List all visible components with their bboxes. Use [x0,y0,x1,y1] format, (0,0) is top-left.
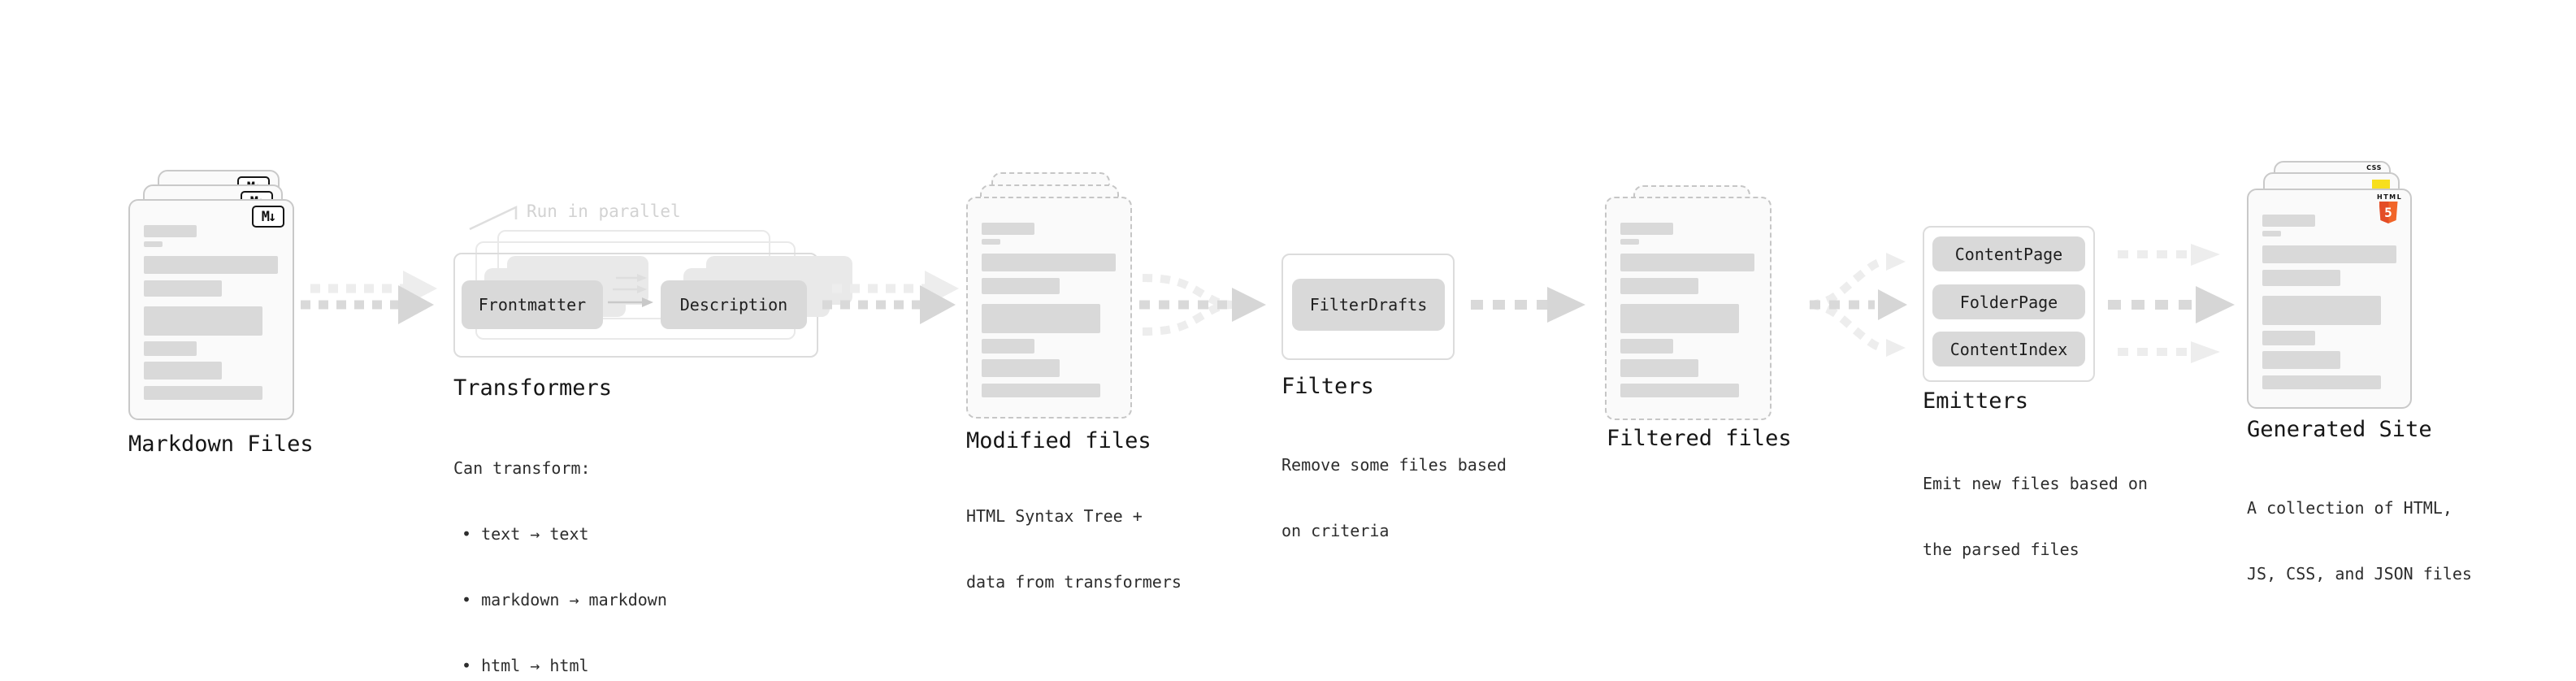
bullet-markdown-to-markdown: • markdown → markdown [462,590,667,609]
placeholder-text-bar [2262,215,2315,227]
arrow-emitters-to-generated [2108,244,2235,363]
placeholder-text-bar [144,256,278,274]
placeholder-text-bar [1620,384,1739,397]
placeholder-text-bar [1620,254,1754,271]
placeholder-text-bar [1620,223,1673,235]
placeholder-text-bar [144,341,197,356]
annotation-leader-line [469,206,518,231]
modified-desc-line1: HTML Syntax Tree + [966,506,1143,526]
filters-description: Remove some files based on criteria [1281,410,1507,586]
emitters-desc-line2: the parsed files [1923,540,2079,559]
filtered-files-label: Filtered files [1607,426,1792,451]
markdown-files-label: Markdown Files [128,432,314,457]
placeholder-text-bar [144,225,197,237]
markdown-file-front: M↓ [128,199,294,420]
placeholder-text-bar [144,306,262,336]
generated-desc-line2: JS, CSS, and JSON files [2247,564,2472,583]
bullet-html-to-html: • html → html [462,656,589,675]
arrow-filters-to-filtered [1471,287,1585,323]
filters-desc-line2: on criteria [1281,521,1390,540]
contentpage-pill: ContentPage [1932,236,2085,271]
folderpage-pill: FolderPage [1932,284,2085,319]
placeholder-text-bar [2262,375,2381,389]
html5-icon: HTML 5 [2377,193,2401,223]
arrow-frontmatter-to-description [608,274,653,307]
generated-site-description: A collection of HTML, JS, CSS, and JSON … [2247,453,2472,629]
generated-file-html: HTML 5 [2247,189,2412,409]
placeholder-text-bar [2262,245,2396,263]
arrow-modified-to-filters [1139,274,1266,336]
placeholder-text-bar [144,386,262,400]
run-in-parallel-annotation: Run in parallel [527,202,681,221]
can-transform-title: Can transform: [453,458,591,478]
placeholder-text-bar [1620,339,1673,354]
description-pill: Description [661,280,807,329]
generated-desc-line1: A collection of HTML, [2247,498,2452,518]
placeholder-text-bar [982,223,1034,235]
placeholder-text-bar [144,362,222,380]
placeholder-text-bar [1620,359,1698,377]
placeholder-text-bar [982,278,1060,294]
markdown-icon: M↓ [252,206,284,228]
filters-box [1281,254,1455,360]
placeholder-text-bar [144,241,163,247]
modified-files-description: HTML Syntax Tree + data from transformer… [966,462,1182,637]
placeholder-text-bar [982,384,1100,397]
frontmatter-pill: Frontmatter [462,280,603,329]
placeholder-text-bar [2262,351,2340,369]
filters-label: Filters [1281,374,1374,399]
generated-site-label: Generated Site [2247,417,2432,442]
arrow-markdown-to-transformers [301,271,437,324]
placeholder-text-bar [1620,304,1739,333]
filtered-file-front [1605,197,1772,420]
javascript-icon [2372,180,2390,189]
modified-desc-line2: data from transformers [966,572,1182,592]
arrow-transformers-to-modified [822,271,959,324]
placeholder-text-bar [982,359,1060,377]
placeholder-text-bar [2262,270,2340,286]
placeholder-text-bar [1620,278,1698,294]
filterdrafts-pill: FilterDrafts [1292,279,1445,331]
contentindex-pill: ContentIndex [1932,332,2085,367]
placeholder-text-bar [982,339,1034,354]
placeholder-text-bar [982,254,1116,271]
placeholder-text-bar [144,280,222,297]
filters-desc-line1: Remove some files based [1281,455,1507,475]
placeholder-text-bar [1620,239,1639,245]
modified-files-label: Modified files [966,428,1151,453]
placeholder-text-bar [2262,331,2315,345]
bullet-text-to-text: • text → text [462,524,589,544]
transformers-description: Can transform: • text → text • markdown … [453,414,667,681]
placeholder-text-bar [2262,231,2281,236]
emitters-box [1923,226,2095,382]
transformers-label: Transformers [453,375,613,401]
arrow-filtered-to-emitters [1809,253,1907,357]
emitters-desc-line1: Emit new files based on [1923,474,2148,493]
emitters-label: Emitters [1923,388,2029,414]
placeholder-text-bar [2262,296,2381,325]
placeholder-text-bar [982,239,1000,245]
emitters-description: Emit new files based on the parsed files [1923,429,2148,605]
placeholder-text-bar [982,304,1100,333]
modified-file-front [966,197,1132,419]
